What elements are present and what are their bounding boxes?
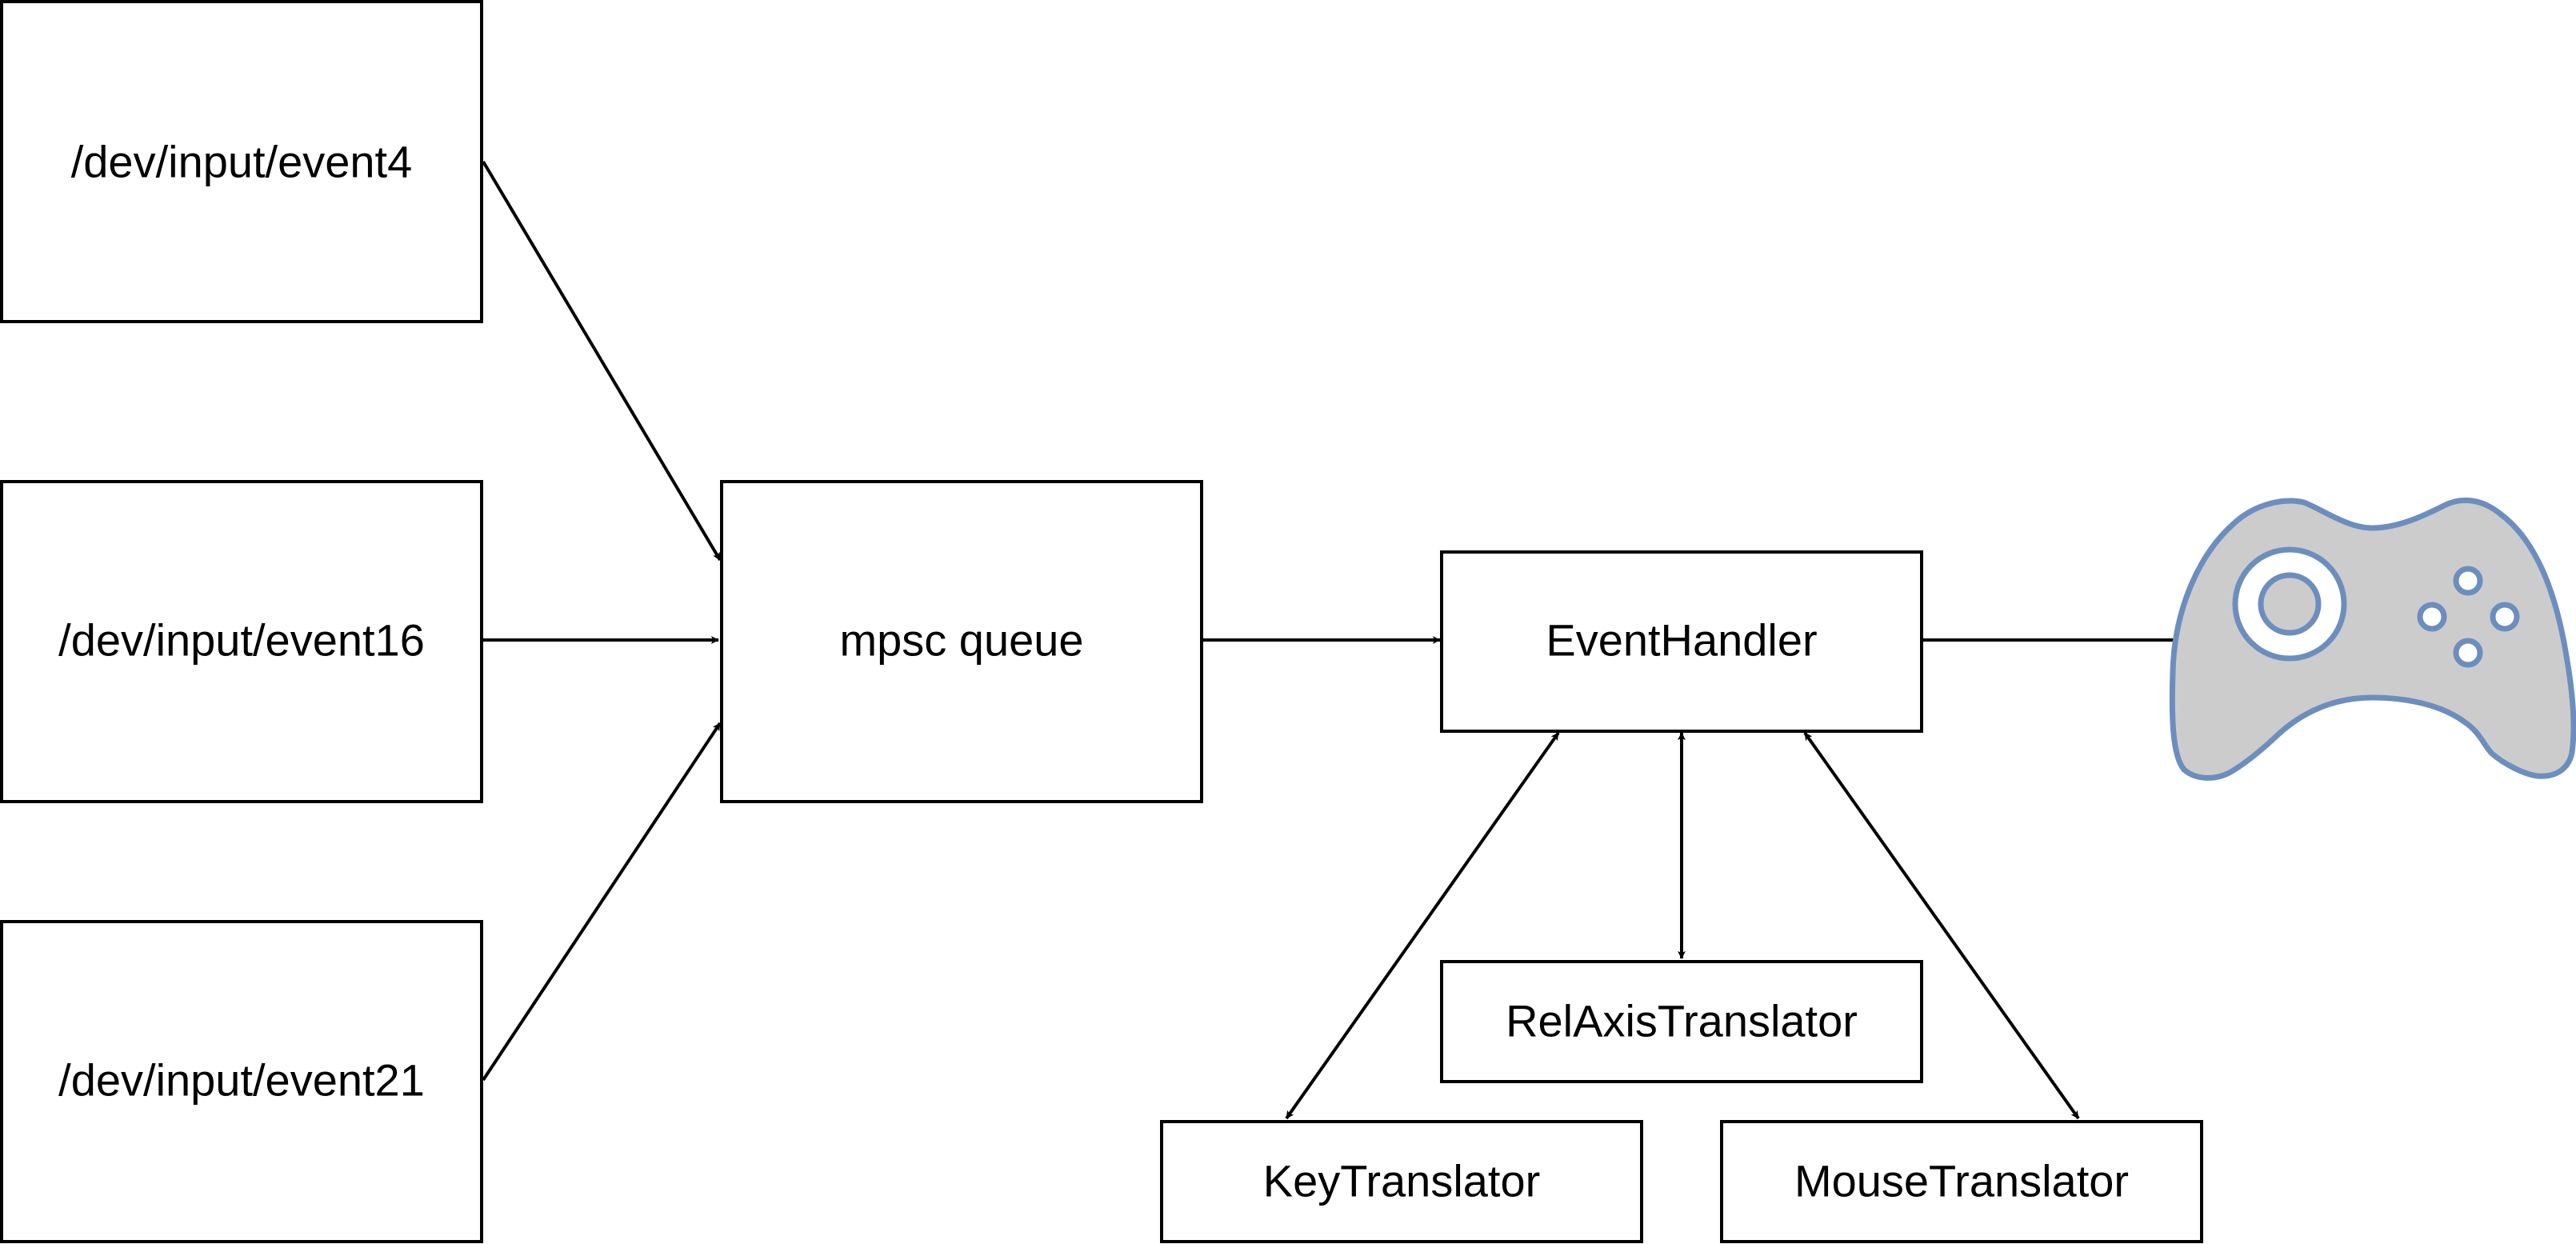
edge-handler-mouse <box>1803 731 2080 1120</box>
node-rel-axis-translator: RelAxisTranslator <box>1440 960 1923 1083</box>
node-event-handler-label: EventHandler <box>1546 615 1817 666</box>
node-key-translator-label: KeyTranslator <box>1263 1156 1541 1206</box>
edge-event4-to-queue <box>482 160 722 562</box>
node-event-handler: EventHandler <box>1440 550 1923 733</box>
node-event16-label: /dev/input/event16 <box>58 615 425 666</box>
node-key-translator: KeyTranslator <box>1160 1120 1643 1243</box>
node-rel-axis-translator-label: RelAxisTranslator <box>1506 996 1858 1046</box>
edge-event21-to-queue <box>482 722 722 1082</box>
gamepad-button-top-icon <box>2453 566 2483 596</box>
node-event21: /dev/input/event21 <box>0 920 483 1243</box>
node-mouse-translator-label: MouseTranslator <box>1794 1156 2129 1206</box>
gamepad-button-bottom-icon <box>2453 638 2483 668</box>
node-event4: /dev/input/event4 <box>0 0 483 323</box>
gamepad-button-right-icon <box>2490 602 2520 632</box>
gamepad-joystick-inner-icon <box>2258 572 2322 636</box>
edge-handler-key <box>1285 731 1560 1120</box>
node-mouse-translator: MouseTranslator <box>1720 1120 2203 1243</box>
node-mpsc-queue-label: mpsc queue <box>839 615 1083 666</box>
gamepad-button-left-icon <box>2417 602 2447 632</box>
node-event21-label: /dev/input/event21 <box>58 1055 425 1106</box>
node-event16: /dev/input/event16 <box>0 480 483 803</box>
gamepad-icon <box>2169 497 2576 781</box>
node-mpsc-queue: mpsc queue <box>720 480 1203 803</box>
node-event4-label: /dev/input/event4 <box>71 137 413 187</box>
